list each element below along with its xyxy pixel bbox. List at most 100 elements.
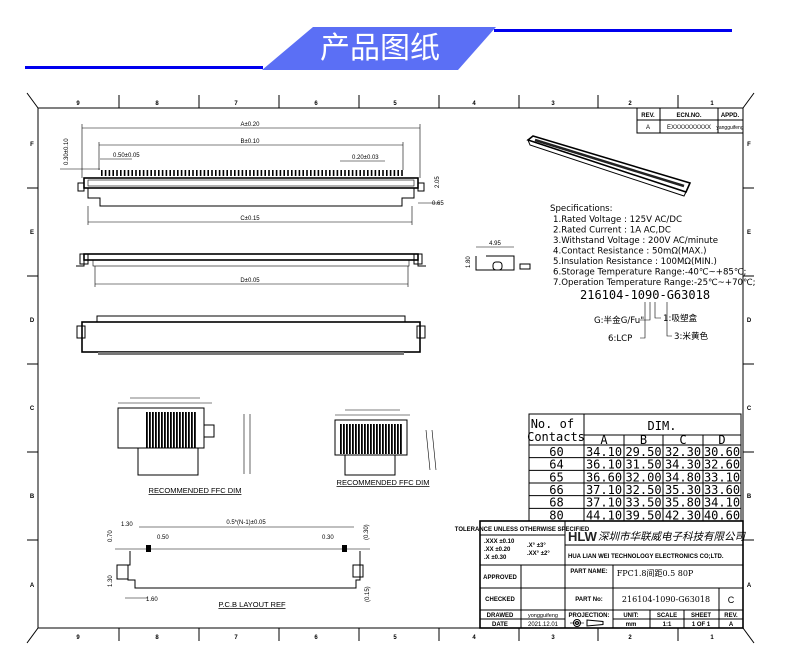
dim-cell: 33.50 <box>625 496 661 510</box>
frame-column-label: 9 <box>76 635 80 641</box>
ecn-header: ECN.NO. <box>676 113 701 119</box>
pin <box>173 170 175 176</box>
dim-cell: 42.30 <box>665 508 701 522</box>
pin <box>397 170 399 176</box>
pin <box>306 170 308 176</box>
pin <box>237 170 240 176</box>
banner-line-right <box>494 29 732 32</box>
callout-color: 3:米黄色 <box>674 330 709 342</box>
pin <box>226 170 228 176</box>
drawed-label: DRAWED <box>487 613 514 619</box>
frame-row-label: E <box>30 230 34 236</box>
pin <box>367 170 369 176</box>
frame-row-label: B <box>747 494 752 500</box>
ffc-finger <box>355 424 357 454</box>
pin <box>135 170 137 176</box>
callout-packing: 1:吸塑盒 <box>663 312 698 324</box>
dim-cell: 32.00 <box>625 470 661 484</box>
dim-cell: 80 <box>549 508 563 522</box>
pin <box>313 170 316 176</box>
dim-cell: 36.10 <box>586 458 622 472</box>
dim-cell: 34.80 <box>665 470 701 484</box>
spec-item: 7.Operation Temperature Range:-25℃~+70℃; <box>553 278 756 288</box>
dim-column-header: A <box>600 433 608 447</box>
pin <box>260 170 263 176</box>
header-contacts-label-2: Contacts <box>527 430 585 444</box>
dim-column-header: D <box>718 433 725 447</box>
pcb-dim-0-30-paren: (0.30) <box>364 524 370 540</box>
pin <box>207 170 209 176</box>
tol-x: .X ±0.30 <box>484 555 507 561</box>
company-name-en: HUA LIAN WEI TECHNOLOGY ELECTRONICS CO;L… <box>568 554 724 560</box>
pin <box>112 170 114 176</box>
dim-cell: 44.10 <box>586 508 622 522</box>
frame-row-label: B <box>30 494 35 500</box>
pin <box>382 170 384 176</box>
pin <box>370 170 373 176</box>
pcb-dim-pitch: 0.5*(N-1)±0.05 <box>226 520 266 526</box>
pin <box>393 170 396 176</box>
tol-xxx: .XXX ±0.10 <box>484 539 515 545</box>
dim-side-height: 1.80 <box>466 256 472 268</box>
dim-b: B±0.10 <box>241 139 261 145</box>
ffc-finger <box>358 424 360 454</box>
ffc-finger <box>370 424 372 454</box>
dim-cell: 29.50 <box>625 445 661 459</box>
dim-cell: 60 <box>549 445 563 459</box>
pin <box>321 170 323 176</box>
pin <box>188 170 190 176</box>
pin <box>139 170 141 176</box>
drawed-value: yongguifeng <box>528 613 558 619</box>
frame-column-label: 9 <box>76 101 80 107</box>
frame-column-label: 5 <box>393 635 397 641</box>
sheet-label: SHEET <box>691 613 711 619</box>
dim-cell: 39.50 <box>625 508 661 522</box>
pin <box>161 170 164 176</box>
pin <box>294 170 297 176</box>
pin <box>245 170 247 176</box>
pin <box>142 170 145 176</box>
ffc-finger <box>394 424 396 454</box>
ffc-finger <box>176 412 178 448</box>
pin <box>184 170 187 176</box>
header-contacts-label: No. of <box>531 417 574 431</box>
dim-a: A±0.20 <box>241 122 261 128</box>
ffc-finger <box>170 412 172 448</box>
part-code: 216104-1090-G63018 <box>580 288 710 302</box>
spec-item: 1.Rated Voltage : 125V AC/DC <box>553 215 682 225</box>
dim-d: D±0.05 <box>240 278 260 284</box>
pin <box>348 170 350 176</box>
pin <box>332 170 335 176</box>
pin <box>310 170 312 176</box>
pcb-dim-0-15: (0.15) <box>365 586 371 602</box>
ffc-finger <box>194 412 196 448</box>
dim-cell: 68 <box>549 496 563 510</box>
ffc-right-label: RECOMMENDED FFC DIM <box>337 478 430 487</box>
pcb-dim-0-30: 0.30 <box>322 535 334 541</box>
pin <box>131 170 133 176</box>
dim-column-header: C <box>679 433 686 447</box>
pin <box>344 170 346 176</box>
dim-cell: 32.30 <box>665 445 701 459</box>
rev-header: REV. <box>641 113 655 119</box>
pin <box>120 170 122 176</box>
pin <box>169 170 171 176</box>
frame-column-label: 6 <box>314 101 318 107</box>
frame-column-label: 4 <box>472 635 476 641</box>
ffc-finger <box>340 424 342 454</box>
pin <box>275 170 278 176</box>
dim-cell: 40.60 <box>704 508 740 522</box>
dim-cell: 34.10 <box>586 445 622 459</box>
pin <box>127 170 130 176</box>
part-name-value: FPC1.8间距0.5 80P <box>617 569 694 578</box>
ffc-finger <box>391 424 393 454</box>
frame-column-label: 6 <box>314 635 318 641</box>
dim-cell: 34.30 <box>665 458 701 472</box>
pcb-dim-1-30-side: 1.30 <box>108 575 114 587</box>
scale-value: 1:1 <box>663 622 672 628</box>
dim-c: C±0.15 <box>240 216 260 222</box>
ffc-finger <box>158 412 160 448</box>
approved-label: APPROVED <box>483 575 517 581</box>
ecn-value: EXXXXXXXXXX <box>667 125 711 131</box>
